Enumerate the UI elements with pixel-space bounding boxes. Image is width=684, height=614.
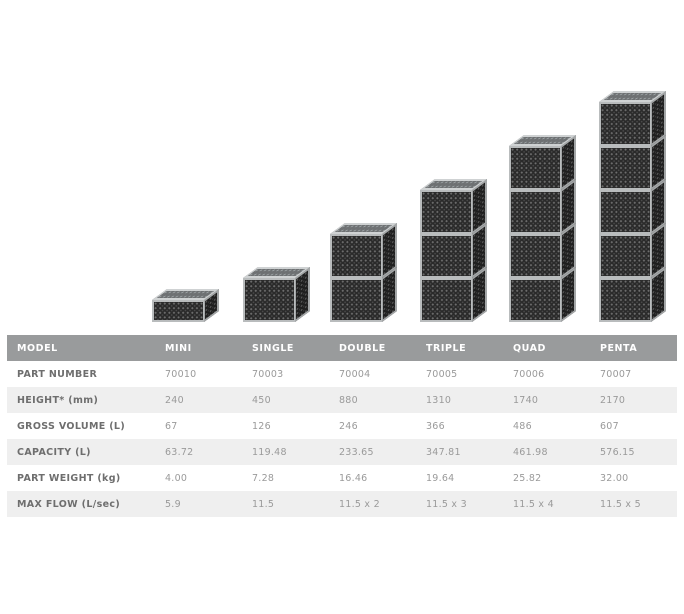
table-cell: 486 [513, 420, 532, 432]
specification-table: MODEL MINI SINGLE DOUBLE TRIPLE QUAD PEN… [7, 335, 677, 517]
table-cell: 70005 [426, 368, 458, 380]
unit-front-face [599, 234, 651, 278]
table-cell: 67 [165, 420, 178, 432]
double-unit-figure [330, 217, 403, 322]
unit-front-face [152, 300, 204, 322]
table-cell: 11.5 x 4 [513, 498, 554, 510]
quad-unit-figure [509, 129, 582, 322]
row-label: PART NUMBER [17, 368, 98, 380]
table-cell: 70007 [600, 368, 632, 380]
unit-stack [152, 289, 219, 322]
table-cell: 246 [339, 420, 358, 432]
table-cell: 233.65 [339, 446, 374, 458]
unit-front-face [509, 234, 561, 278]
unit-side-face [382, 267, 397, 322]
table-cell: 11.5 x 2 [339, 498, 380, 510]
table-cell: 1310 [426, 394, 452, 406]
triple-unit-figure [420, 173, 493, 322]
unit-front-face [599, 278, 651, 322]
table-cell: 5.9 [165, 498, 181, 510]
table-cell: 240 [165, 394, 184, 406]
product-size-comparison [152, 85, 672, 322]
table-cell: 880 [339, 394, 358, 406]
row-label: PART WEIGHT (kg) [17, 472, 121, 484]
table-cell: 1740 [513, 394, 539, 406]
unit-side-face [651, 267, 666, 322]
table-row: PART NUMBER 70010 70003 70004 70005 70006 7000… [7, 361, 677, 387]
table-cell: 19.64 [426, 472, 455, 484]
table-header: MODEL MINI SINGLE DOUBLE TRIPLE QUAD PEN… [7, 335, 677, 361]
table-cell: 70010 [165, 368, 197, 380]
unit-front-face [243, 278, 295, 322]
unit-stack [420, 179, 487, 322]
single-unit-figure [243, 261, 316, 322]
unit-front-face [509, 278, 561, 322]
table-cell: 461.98 [513, 446, 548, 458]
unit-front-face [330, 278, 382, 322]
table-cell: 70004 [339, 368, 371, 380]
table-cell: 576.15 [600, 446, 635, 458]
header-cell-penta: PENTA [600, 342, 638, 354]
unit-front-face [420, 234, 472, 278]
table-cell: 366 [426, 420, 445, 432]
table-cell: 7.28 [252, 472, 275, 484]
table-row: HEIGHT* (mm) 240 450 880 1310 1740 2170 [7, 387, 677, 413]
unit-stack [599, 91, 666, 322]
table-cell: 450 [252, 394, 271, 406]
unit-stack [509, 135, 576, 322]
table-row: PART WEIGHT (kg) 4.00 7.28 16.46 19.64 25.82 3… [7, 465, 677, 491]
unit-side-face [561, 267, 576, 322]
unit-front-face [509, 146, 561, 190]
header-cell-mini: MINI [165, 342, 192, 354]
header-cell-triple: TRIPLE [426, 342, 467, 354]
unit-front-face [330, 234, 382, 278]
row-label: MAX FLOW (L/sec) [17, 498, 121, 510]
unit-front-face [599, 102, 651, 146]
table-cell: 607 [600, 420, 619, 432]
header-cell-double: DOUBLE [339, 342, 386, 354]
table-cell: 63.72 [165, 446, 194, 458]
header-cell-model: MODEL [17, 342, 58, 354]
row-label: GROSS VOLUME (L) [17, 420, 126, 432]
unit-stack [330, 223, 397, 322]
mini-unit-figure [152, 283, 225, 322]
row-label: HEIGHT* (mm) [17, 394, 99, 406]
unit-front-face [420, 278, 472, 322]
header-cell-single: SINGLE [252, 342, 294, 354]
table-row: CAPACITY (L) 63.72 119.48 233.65 347.81 461.9… [7, 439, 677, 465]
unit-front-face [509, 190, 561, 234]
table-cell: 11.5 x 5 [600, 498, 641, 510]
penta-unit-figure [599, 85, 672, 322]
table-cell: 25.82 [513, 472, 542, 484]
unit-front-face [599, 190, 651, 234]
table-header-row: MODEL MINI SINGLE DOUBLE TRIPLE QUAD PEN… [7, 335, 677, 361]
header-cell-quad: QUAD [513, 342, 546, 354]
unit-side-face [472, 267, 487, 322]
table-body: PART NUMBER 70010 70003 70004 70005 70006 7000… [7, 361, 677, 517]
table-cell: 126 [252, 420, 271, 432]
table-cell: 4.00 [165, 472, 188, 484]
table-cell: 11.5 x 3 [426, 498, 467, 510]
table-cell: 70003 [252, 368, 284, 380]
unit-front-face [420, 190, 472, 234]
table-cell: 32.00 [600, 472, 629, 484]
table-cell: 16.46 [339, 472, 368, 484]
unit-stack [243, 267, 310, 322]
unit-front-face [599, 146, 651, 190]
table-cell: 119.48 [252, 446, 287, 458]
table-cell: 11.5 [252, 498, 275, 510]
table-cell: 347.81 [426, 446, 461, 458]
table-cell: 2170 [600, 394, 626, 406]
row-label: CAPACITY (L) [17, 446, 91, 458]
table-cell: 70006 [513, 368, 545, 380]
table-row: MAX FLOW (L/sec) 5.9 11.5 11.5 x 2 11.5 x 3 1… [7, 491, 677, 517]
table-row: GROSS VOLUME (L) 67 126 246 366 486 607 [7, 413, 677, 439]
